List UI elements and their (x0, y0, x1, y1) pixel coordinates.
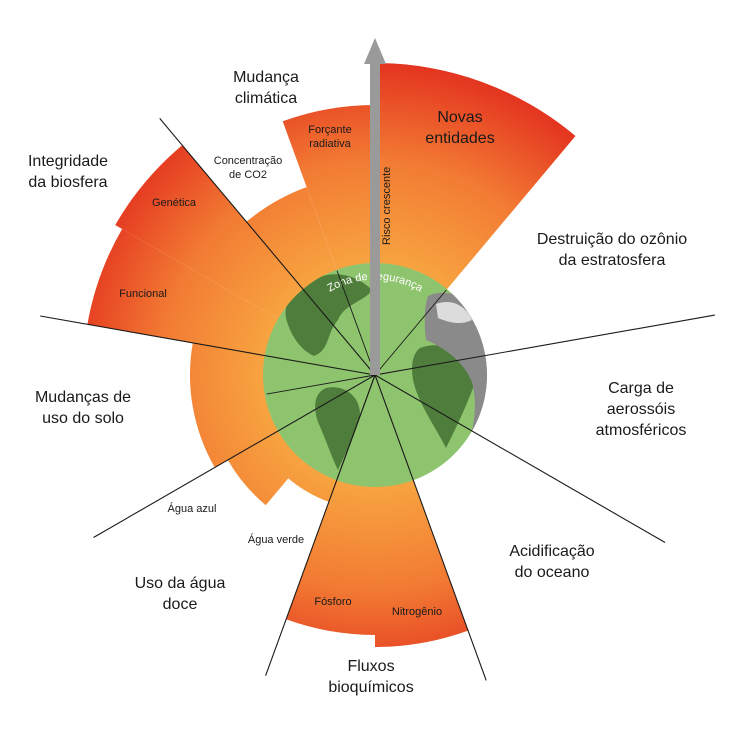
forcing-label-2: radiativa (309, 138, 351, 150)
divider-line (374, 289, 447, 376)
phosphorus-label: Fósforo (314, 596, 351, 608)
biosphere-label-2: da biosfera (28, 174, 107, 191)
climate-change-label-2: climática (235, 90, 297, 107)
biogeochemical-label-2: bioquímicos (328, 679, 413, 696)
co2-label-1: Concentração (214, 155, 283, 167)
co2-label-2: de CO2 (229, 169, 267, 181)
ocean-acidification-label-2: do oceano (515, 564, 590, 581)
divider-line (93, 374, 376, 538)
ozone-label-1: Destruição do ozônio (537, 231, 687, 248)
freshwater-label-1: Uso da água (135, 575, 226, 592)
risk-arrow-label: Risco crescente (381, 167, 393, 245)
risk-arrow: Risco crescente (364, 38, 393, 375)
blue-water-label: Água azul (168, 502, 217, 515)
biogeochemical-label-1: Fluxos (347, 658, 394, 675)
aerosol-label-1: Carga de (608, 380, 674, 397)
divider-line (374, 374, 666, 543)
divider-line (374, 374, 487, 681)
aerosol-label-3: atmosféricos (596, 422, 687, 439)
risk-arrow-head (364, 38, 386, 64)
ocean-acidification-label-1: Acidificação (509, 543, 594, 560)
green-water-label: Água verde (248, 533, 304, 546)
land-use-label-2: uso do solo (42, 410, 124, 427)
divider-line (374, 314, 715, 376)
south-america-land (315, 387, 360, 470)
functional-label: Funcional (119, 288, 167, 300)
divider-line (336, 270, 376, 376)
forcing-label-1: Forçante (308, 124, 351, 136)
divider-line (266, 374, 376, 395)
ozone-label-2: da estratosfera (559, 252, 666, 269)
climate-change-label-1: Mudança (233, 69, 299, 86)
europe-land (436, 301, 472, 324)
aerosol-label-2: aerossóis (607, 401, 675, 418)
biosphere-label-1: Integridade (28, 153, 108, 170)
genetic-label: Genética (152, 197, 197, 209)
divider-line (159, 118, 376, 376)
novel-entities-label-1: Novas (437, 109, 482, 126)
divider-line (336, 374, 376, 480)
freshwater-label-2: doce (163, 596, 198, 613)
divider-line (40, 315, 376, 376)
nitrogen-label: Nitrogênio (392, 606, 442, 618)
africa-land (412, 345, 478, 448)
novel-entities-label-2: entidades (425, 130, 494, 147)
boundary-dividers (40, 118, 715, 681)
risk-arrow-shaft (370, 62, 380, 375)
land-use-label-1: Mudanças de (35, 389, 131, 406)
